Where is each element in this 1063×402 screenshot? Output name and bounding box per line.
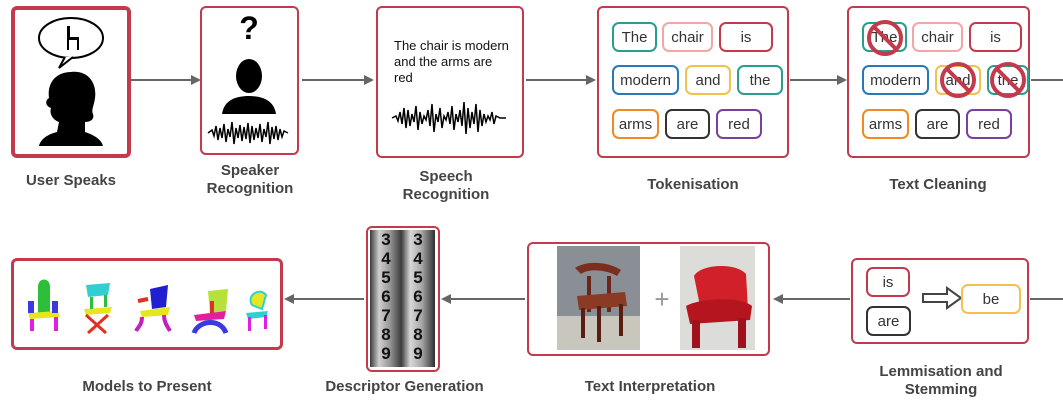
speaker-recognition-label: Speaker Recognition: [206, 162, 294, 197]
speaker-recognition-box: ?: [200, 6, 299, 155]
token-the-2: the: [737, 65, 783, 95]
person-silhouette-icon: [222, 59, 276, 114]
digit: 7: [413, 306, 423, 325]
wooden-chair-photo: [557, 246, 640, 350]
token-is: is: [719, 22, 773, 52]
arrow-7: [773, 294, 850, 304]
clean-token-arms: arms: [862, 109, 909, 139]
lemma-token-be: be: [961, 284, 1021, 314]
descriptor-generation-box: 3 4 5 6 7 8 9 3 4 5 6 7 8 9: [366, 226, 440, 372]
arrow-4: [790, 75, 847, 85]
text-cleaning-label: Text Cleaning: [889, 176, 987, 193]
digit: 9: [413, 344, 423, 363]
clean-token-modern: modern: [862, 65, 929, 95]
models-to-present-label: Models to Present: [82, 378, 212, 395]
digit: 8: [381, 325, 391, 344]
arrow-6: [1030, 298, 1063, 300]
speech-recognition-label: Speech Recognition: [402, 168, 490, 203]
lemmatisation-box: is are be: [851, 258, 1029, 344]
user-speaks-box: [11, 6, 131, 158]
token-modern: modern: [612, 65, 679, 95]
lemma-token-is: is: [866, 267, 910, 297]
waveform-icon: [207, 121, 289, 145]
token-the: The: [612, 22, 657, 52]
digit: 6: [413, 287, 423, 306]
prohibited-icon: [990, 62, 1026, 98]
chair-models-icon: [28, 279, 268, 335]
digit: 8: [413, 325, 423, 344]
text-interpretation-label: Text Interpretation: [584, 378, 716, 395]
clean-token-chair: chair: [912, 22, 963, 52]
descriptor-generation-label: Descriptor Generation: [325, 378, 484, 395]
lemma-token-are: are: [866, 306, 911, 336]
token-red: red: [716, 109, 762, 139]
token-and: and: [685, 65, 731, 95]
prohibited-icon: [867, 20, 903, 56]
digit: 7: [381, 306, 391, 325]
hollow-arrow-icon: [922, 286, 963, 310]
user-speaks-label: User Speaks: [25, 172, 117, 189]
plus-sign: +: [654, 284, 670, 314]
arrow-2: [302, 75, 374, 85]
plastic-chair-photo: [680, 246, 755, 350]
speech-recognition-box: The chair is modern and the arms are red: [376, 6, 524, 158]
arrow-1: [131, 75, 201, 85]
arrow-8: [441, 294, 525, 304]
text-interpretation-box: +: [527, 242, 770, 356]
token-are: are: [665, 109, 710, 139]
digit: 6: [381, 287, 391, 306]
tokenisation-label: Tokenisation: [647, 176, 739, 193]
models-to-present-box: [11, 258, 283, 350]
arrow-5: [1031, 79, 1063, 81]
digit: 3: [381, 230, 391, 249]
user-speaking-icon: [38, 17, 104, 146]
text-cleaning-box: The chair is modern and the arms are red: [847, 6, 1030, 158]
clean-token-is: is: [969, 22, 1022, 52]
clean-token-are: are: [915, 109, 960, 139]
arrow-3: [526, 75, 596, 85]
digit: 5: [413, 268, 423, 287]
prohibited-icon: [940, 62, 976, 98]
token-arms: arms: [612, 109, 659, 139]
digit: 3: [413, 230, 423, 249]
digit: 4: [413, 249, 423, 268]
digit: 9: [381, 344, 391, 363]
lemmatisation-label: Lemmisation and Stemming: [879, 363, 1003, 398]
speech-transcript: The chair is modern and the arms are red: [394, 38, 509, 85]
question-mark: ?: [239, 10, 259, 46]
digit: 4: [381, 249, 391, 268]
clean-token-red: red: [966, 109, 1012, 139]
token-chair: chair: [662, 22, 713, 52]
speech-waveform-icon: [391, 101, 506, 135]
arrow-9: [284, 294, 364, 304]
tokenisation-box: The chair is modern and the arms are red: [597, 6, 789, 158]
counter-wheels-image: 3 4 5 6 7 8 9 3 4 5 6 7 8 9: [370, 230, 435, 367]
digit: 5: [381, 268, 391, 287]
